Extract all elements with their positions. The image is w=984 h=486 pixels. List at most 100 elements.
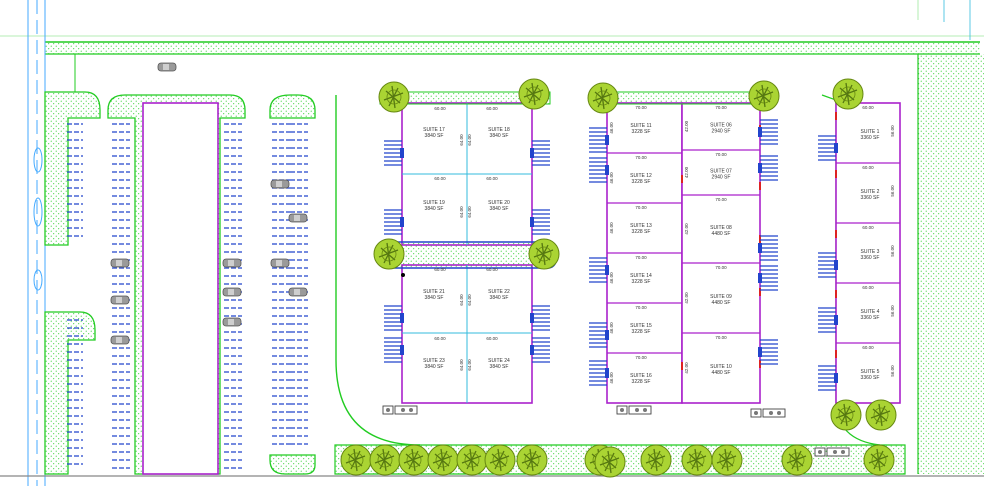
suite-name: SUITE 20 — [488, 200, 510, 206]
parked-car — [110, 335, 130, 345]
tree-symbol — [398, 444, 430, 476]
tree-symbol — [640, 444, 672, 476]
tree-symbol — [711, 444, 743, 476]
tree-symbol — [378, 81, 410, 113]
suite-name: SUITE 13 — [630, 223, 652, 229]
tree-symbol — [516, 444, 548, 476]
suite-name: SUITE 07 — [710, 169, 732, 175]
loading-dock — [757, 235, 779, 261]
depth-dimension: 64.00 — [459, 206, 464, 218]
loading-dock — [588, 127, 610, 153]
suite-name: SUITE 11 — [630, 123, 652, 129]
width-dimension: 60.00 — [434, 267, 446, 272]
loading-dock — [383, 337, 405, 363]
depth-dimension: 64.00 — [467, 359, 472, 371]
tree-symbol — [830, 399, 862, 431]
loading-dock — [588, 322, 610, 348]
width-dimension: 70.00 — [715, 152, 727, 157]
tree-symbol — [528, 238, 560, 270]
loading-dock — [529, 305, 551, 331]
suite-name: SUITE 18 — [488, 127, 510, 133]
parked-car — [110, 295, 130, 305]
depth-dimension: 46.00 — [609, 372, 614, 384]
suite-area: 3228 SF — [632, 129, 651, 135]
depth-dimension: 46.00 — [609, 222, 614, 234]
loading-dock — [817, 365, 839, 391]
width-dimension: 60.00 — [862, 285, 874, 290]
suite-name: SUITE 17 — [423, 127, 445, 133]
width-dimension: 70.00 — [715, 335, 727, 340]
depth-dimension: 56.00 — [890, 185, 895, 197]
tree-symbol — [369, 444, 401, 476]
tree-symbol — [594, 446, 626, 478]
tree-symbol — [427, 444, 459, 476]
suite-name: SUITE 10 — [710, 364, 732, 370]
depth-dimension: 56.00 — [890, 305, 895, 317]
suite-area: 4480 SF — [712, 300, 731, 306]
width-dimension: 70.00 — [635, 105, 647, 110]
suite-area: 3360 SF — [861, 135, 880, 141]
suite-area: 4480 SF — [712, 370, 731, 376]
suite-name: SUITE 06 — [710, 123, 732, 129]
suite-name: SUITE 3 — [861, 249, 880, 255]
depth-dimension: 42.00 — [684, 166, 689, 178]
depth-dimension: 42.00 — [684, 120, 689, 132]
suite-area: 4480 SF — [712, 231, 731, 237]
width-dimension: 70.00 — [635, 155, 647, 160]
parked-car — [270, 258, 290, 268]
depth-dimension: 42.00 — [684, 223, 689, 235]
suite-name: SUITE 08 — [710, 225, 732, 231]
depth-dimension: 64.00 — [459, 134, 464, 146]
width-dimension: 60.00 — [486, 336, 498, 341]
parked-car — [222, 287, 242, 297]
tree-symbol — [484, 444, 516, 476]
loading-dock — [383, 140, 405, 166]
parked-car — [222, 258, 242, 268]
west-ovals — [33, 147, 405, 291]
suite-name: SUITE 2 — [861, 189, 880, 195]
loading-dock — [588, 360, 610, 386]
depth-dimension: 42.00 — [684, 362, 689, 374]
suite-name: SUITE 24 — [488, 358, 510, 364]
depth-dimension: 56.00 — [890, 125, 895, 137]
tree-symbol — [748, 80, 780, 112]
depth-dimension: 64.00 — [467, 134, 472, 146]
suite-area: 3840 SF — [425, 364, 444, 370]
width-dimension: 60.00 — [862, 105, 874, 110]
width-dimension: 60.00 — [434, 336, 446, 341]
loading-dock — [383, 209, 405, 235]
depth-dimension: 64.00 — [459, 359, 464, 371]
suite-area: 2940 SF — [712, 175, 731, 181]
width-dimension: 60.00 — [434, 106, 446, 111]
loading-dock — [588, 257, 610, 283]
tree-symbol — [863, 444, 895, 476]
suite-name: SUITE 1 — [861, 129, 880, 135]
suite-area: 3840 SF — [490, 206, 509, 212]
tree-symbol — [832, 78, 864, 110]
depth-dimension: 46.00 — [609, 172, 614, 184]
tree-symbol — [865, 399, 897, 431]
depth-dimension: 46.00 — [609, 322, 614, 334]
suite-name: SUITE 22 — [488, 289, 510, 295]
loading-dock — [383, 305, 405, 331]
west-islands — [44, 91, 316, 475]
suite-name: SUITE 09 — [710, 294, 732, 300]
depth-dimension: 46.00 — [609, 272, 614, 284]
suite-area: 2940 SF — [712, 129, 731, 135]
width-dimension: 60.00 — [434, 176, 446, 181]
tree-symbol — [373, 238, 405, 270]
loading-dock — [529, 337, 551, 363]
suite-area: 3840 SF — [425, 133, 444, 139]
suite-name: SUITE 5 — [861, 369, 880, 375]
width-dimension: 70.00 — [635, 355, 647, 360]
suite-name: SUITE 19 — [423, 200, 445, 206]
suite-name: SUITE 21 — [423, 289, 445, 295]
loading-dock — [817, 252, 839, 278]
parked-car — [157, 62, 177, 72]
suite-name: SUITE 16 — [630, 373, 652, 379]
depth-dimension: 56.00 — [890, 365, 895, 377]
loading-dock — [757, 155, 779, 181]
width-dimension: 70.00 — [635, 255, 647, 260]
